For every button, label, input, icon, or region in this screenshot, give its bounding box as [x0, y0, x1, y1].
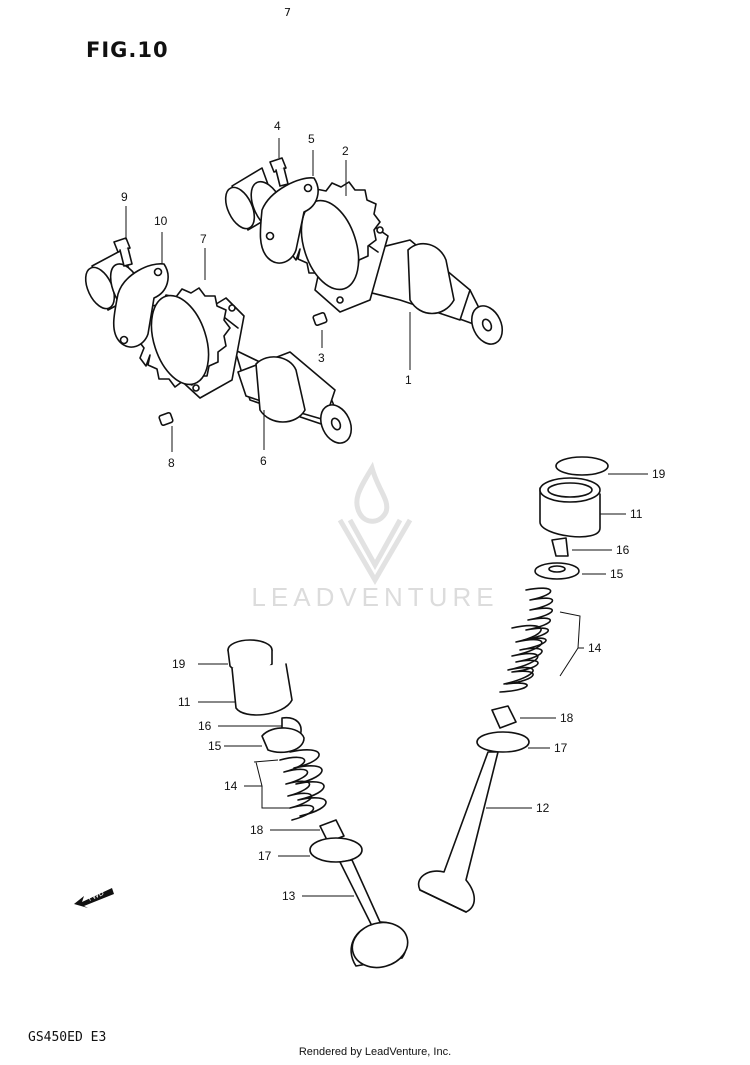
dowel-pin-8: [158, 412, 174, 426]
callout-19-right: 19: [652, 467, 666, 481]
forward-direction-icon: FWD: [74, 888, 114, 908]
bolt-9: [113, 237, 133, 267]
valve-assembly-right: [417, 456, 609, 913]
footer-credit: Rendered by LeadVenture, Inc.: [298, 1046, 452, 1058]
watermark-text: LEADVENTURE: [251, 582, 499, 612]
dowel-pin-3: [312, 312, 328, 326]
callout-8: 8: [168, 456, 175, 470]
cam-plate-left: [112, 263, 169, 348]
cam-plate-right: [259, 177, 319, 264]
callout-17-left: 17: [258, 849, 272, 863]
callout-4: 4: [274, 119, 281, 133]
callout-13: 13: [282, 889, 296, 903]
leader-lines: [125, 138, 648, 897]
callout-15-left: 15: [208, 739, 222, 753]
callout-19-left: 19: [172, 657, 186, 671]
callout-11-right: 11: [630, 507, 643, 521]
valve-assembly-left: [227, 639, 409, 969]
callout-18-left: 18: [250, 823, 264, 837]
cam-sprocket-left: [137, 287, 231, 388]
callout-11-left: 11: [178, 695, 191, 709]
model-code: GS450ED E3: [28, 1030, 107, 1045]
callout-18-right: 18: [560, 711, 574, 725]
callout-15-right: 15: [610, 567, 624, 581]
callout-14-left: 14: [224, 779, 238, 793]
callout-16-left: 16: [198, 719, 212, 733]
callout-10: 10: [154, 214, 168, 228]
watermark-logo: [337, 461, 413, 585]
figure-title: FIG.10: [86, 38, 169, 62]
callout-6: 6: [260, 454, 267, 468]
callout-5: 5: [308, 132, 315, 146]
callout-16-right: 16: [616, 543, 630, 557]
callout-1: 1: [405, 373, 412, 387]
callout-2: 2: [342, 144, 349, 158]
callout-12: 12: [536, 801, 550, 815]
callout-9: 9: [121, 190, 128, 204]
bolt-4: [269, 157, 289, 187]
callout-17-right: 17: [554, 741, 568, 755]
top-mark: 7: [284, 6, 291, 19]
callout-3: 3: [318, 351, 325, 365]
callout-14-right: 14: [588, 641, 602, 655]
callout-7: 7: [200, 232, 207, 246]
